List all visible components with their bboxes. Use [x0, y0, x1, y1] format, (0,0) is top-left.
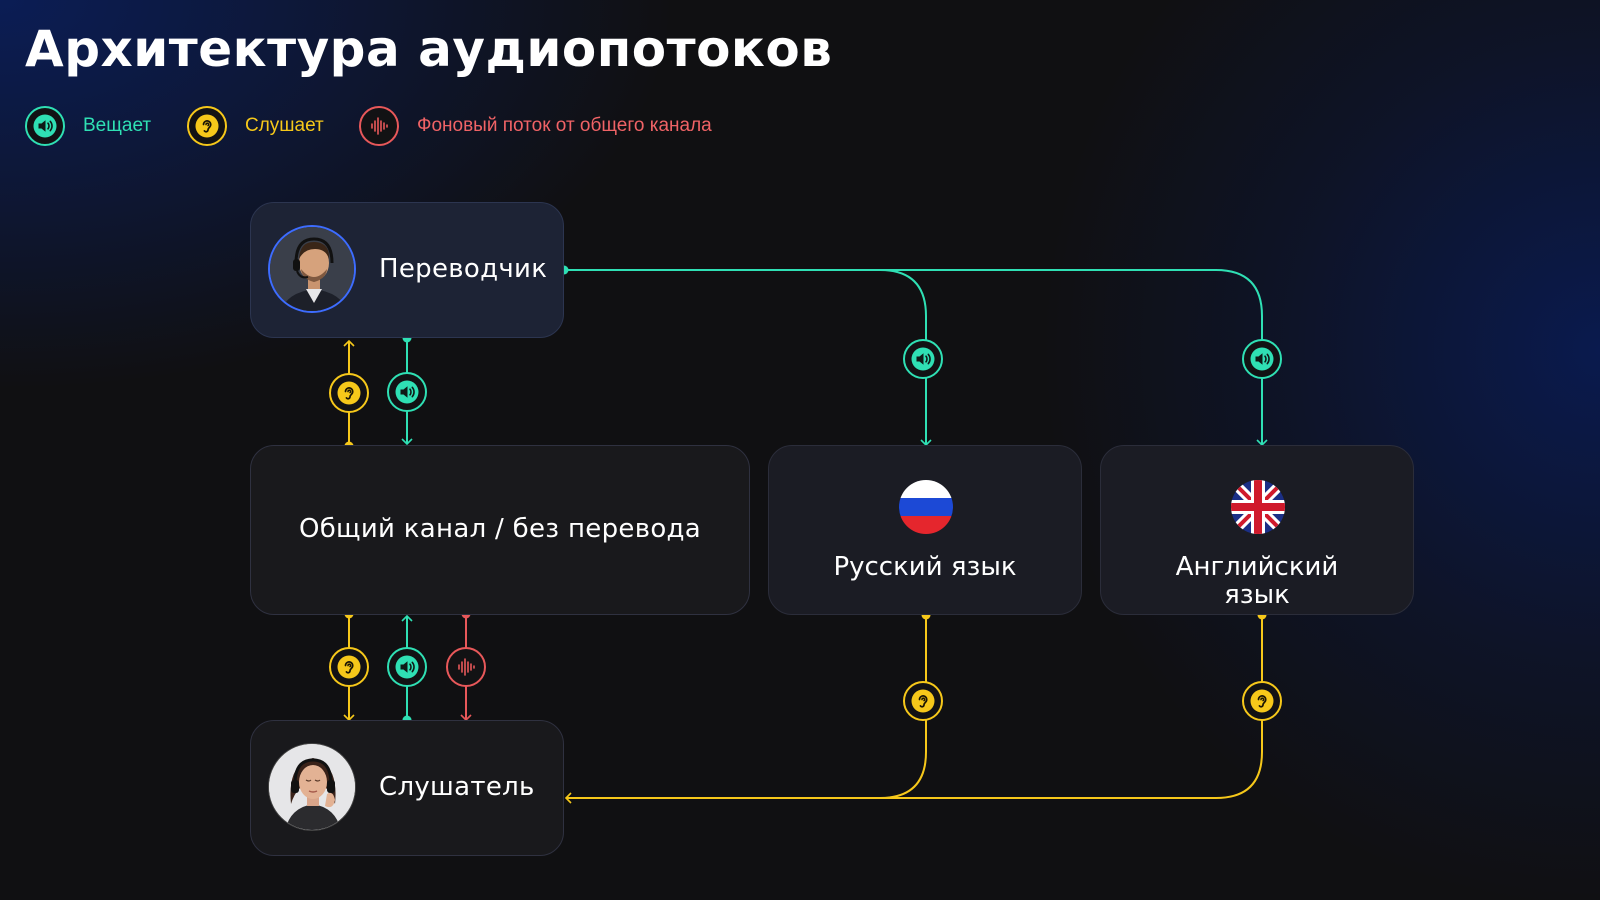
page-title: Архитектура аудиопотоков — [25, 20, 833, 78]
speaker-icon — [387, 372, 427, 412]
speaker-icon — [903, 339, 943, 379]
listener-node: Слушатель — [250, 720, 564, 856]
line-russian-to-listener — [564, 615, 927, 804]
line-english-to-listener — [880, 615, 1263, 799]
legend-label-listen: Слушает — [245, 115, 324, 136]
russian-language-node: Русский язык — [768, 445, 1082, 615]
ear-icon — [187, 106, 227, 146]
waveform-icon — [359, 106, 399, 146]
speaker-icon — [387, 647, 427, 687]
legend-item-listen: Слушает — [187, 106, 324, 146]
english-language-label: Английский язык — [1175, 552, 1339, 610]
translator-avatar — [268, 225, 356, 313]
translator-label: Переводчик — [379, 254, 548, 284]
waveform-icon — [446, 647, 486, 687]
common-channel-label: Общий канал / без перевода — [298, 514, 702, 544]
russian-language-label: Русский язык — [833, 552, 1017, 582]
common-channel-node: Общий канал / без перевода — [250, 445, 750, 615]
line-translator-to-russian — [564, 269, 932, 447]
english-language-node: Английский язык — [1100, 445, 1414, 615]
legend-item-broadcast: Вещает — [25, 106, 151, 146]
uk-flag-icon — [1231, 480, 1285, 534]
ear-icon — [329, 647, 369, 687]
legend-label-broadcast: Вещает — [83, 115, 152, 136]
listener-label: Слушатель — [379, 772, 535, 802]
speaker-icon — [1242, 339, 1282, 379]
translator-node: Переводчик — [250, 202, 564, 338]
russia-flag-icon — [899, 480, 953, 534]
legend-item-background-stream: Фоновый поток от общего канала — [359, 106, 712, 146]
speaker-icon — [25, 106, 65, 146]
listener-avatar — [268, 743, 356, 831]
ear-icon — [1242, 681, 1282, 721]
ear-icon — [903, 681, 943, 721]
legend-label-background-stream: Фоновый поток от общего канала — [417, 115, 712, 136]
line-translator-to-english — [880, 269, 1268, 447]
ear-icon — [329, 373, 369, 413]
